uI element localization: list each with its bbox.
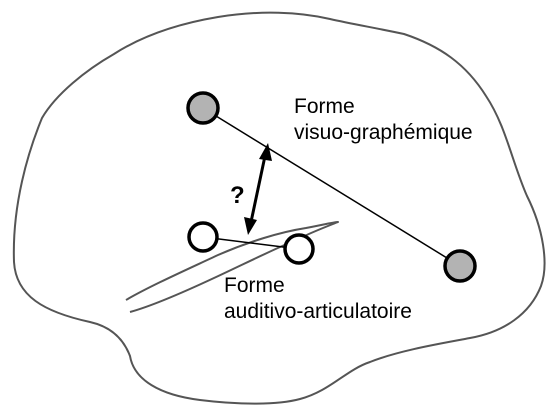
question-mark: ? — [230, 182, 245, 209]
auditory-articulatory-label: Forme auditivo-articulatoire — [224, 273, 412, 325]
arrow-head-up — [259, 143, 272, 161]
auditivo-node-right — [283, 233, 315, 265]
double-arrow-shaft — [249, 155, 267, 223]
visuo-node-bottom — [443, 249, 477, 283]
visuo-graphemic-connection — [202, 107, 461, 267]
auditivo-node-left — [187, 221, 219, 253]
arrow-head-down — [244, 217, 257, 235]
auditivo-label-line1: Forme — [224, 274, 285, 297]
visuo-label-line2: visuo-graphémique — [294, 121, 473, 144]
auditory-articulatory-connection — [202, 236, 300, 250]
sylvian-fissure — [125, 221, 339, 313]
visuo-node-top — [186, 91, 220, 125]
brain-outline — [12, 11, 546, 405]
auditivo-label-line2: auditivo-articulatoire — [224, 300, 412, 323]
visuo-graphemic-label: Forme visuo-graphémique — [294, 94, 473, 146]
visuo-label-line1: Forme — [294, 95, 355, 118]
